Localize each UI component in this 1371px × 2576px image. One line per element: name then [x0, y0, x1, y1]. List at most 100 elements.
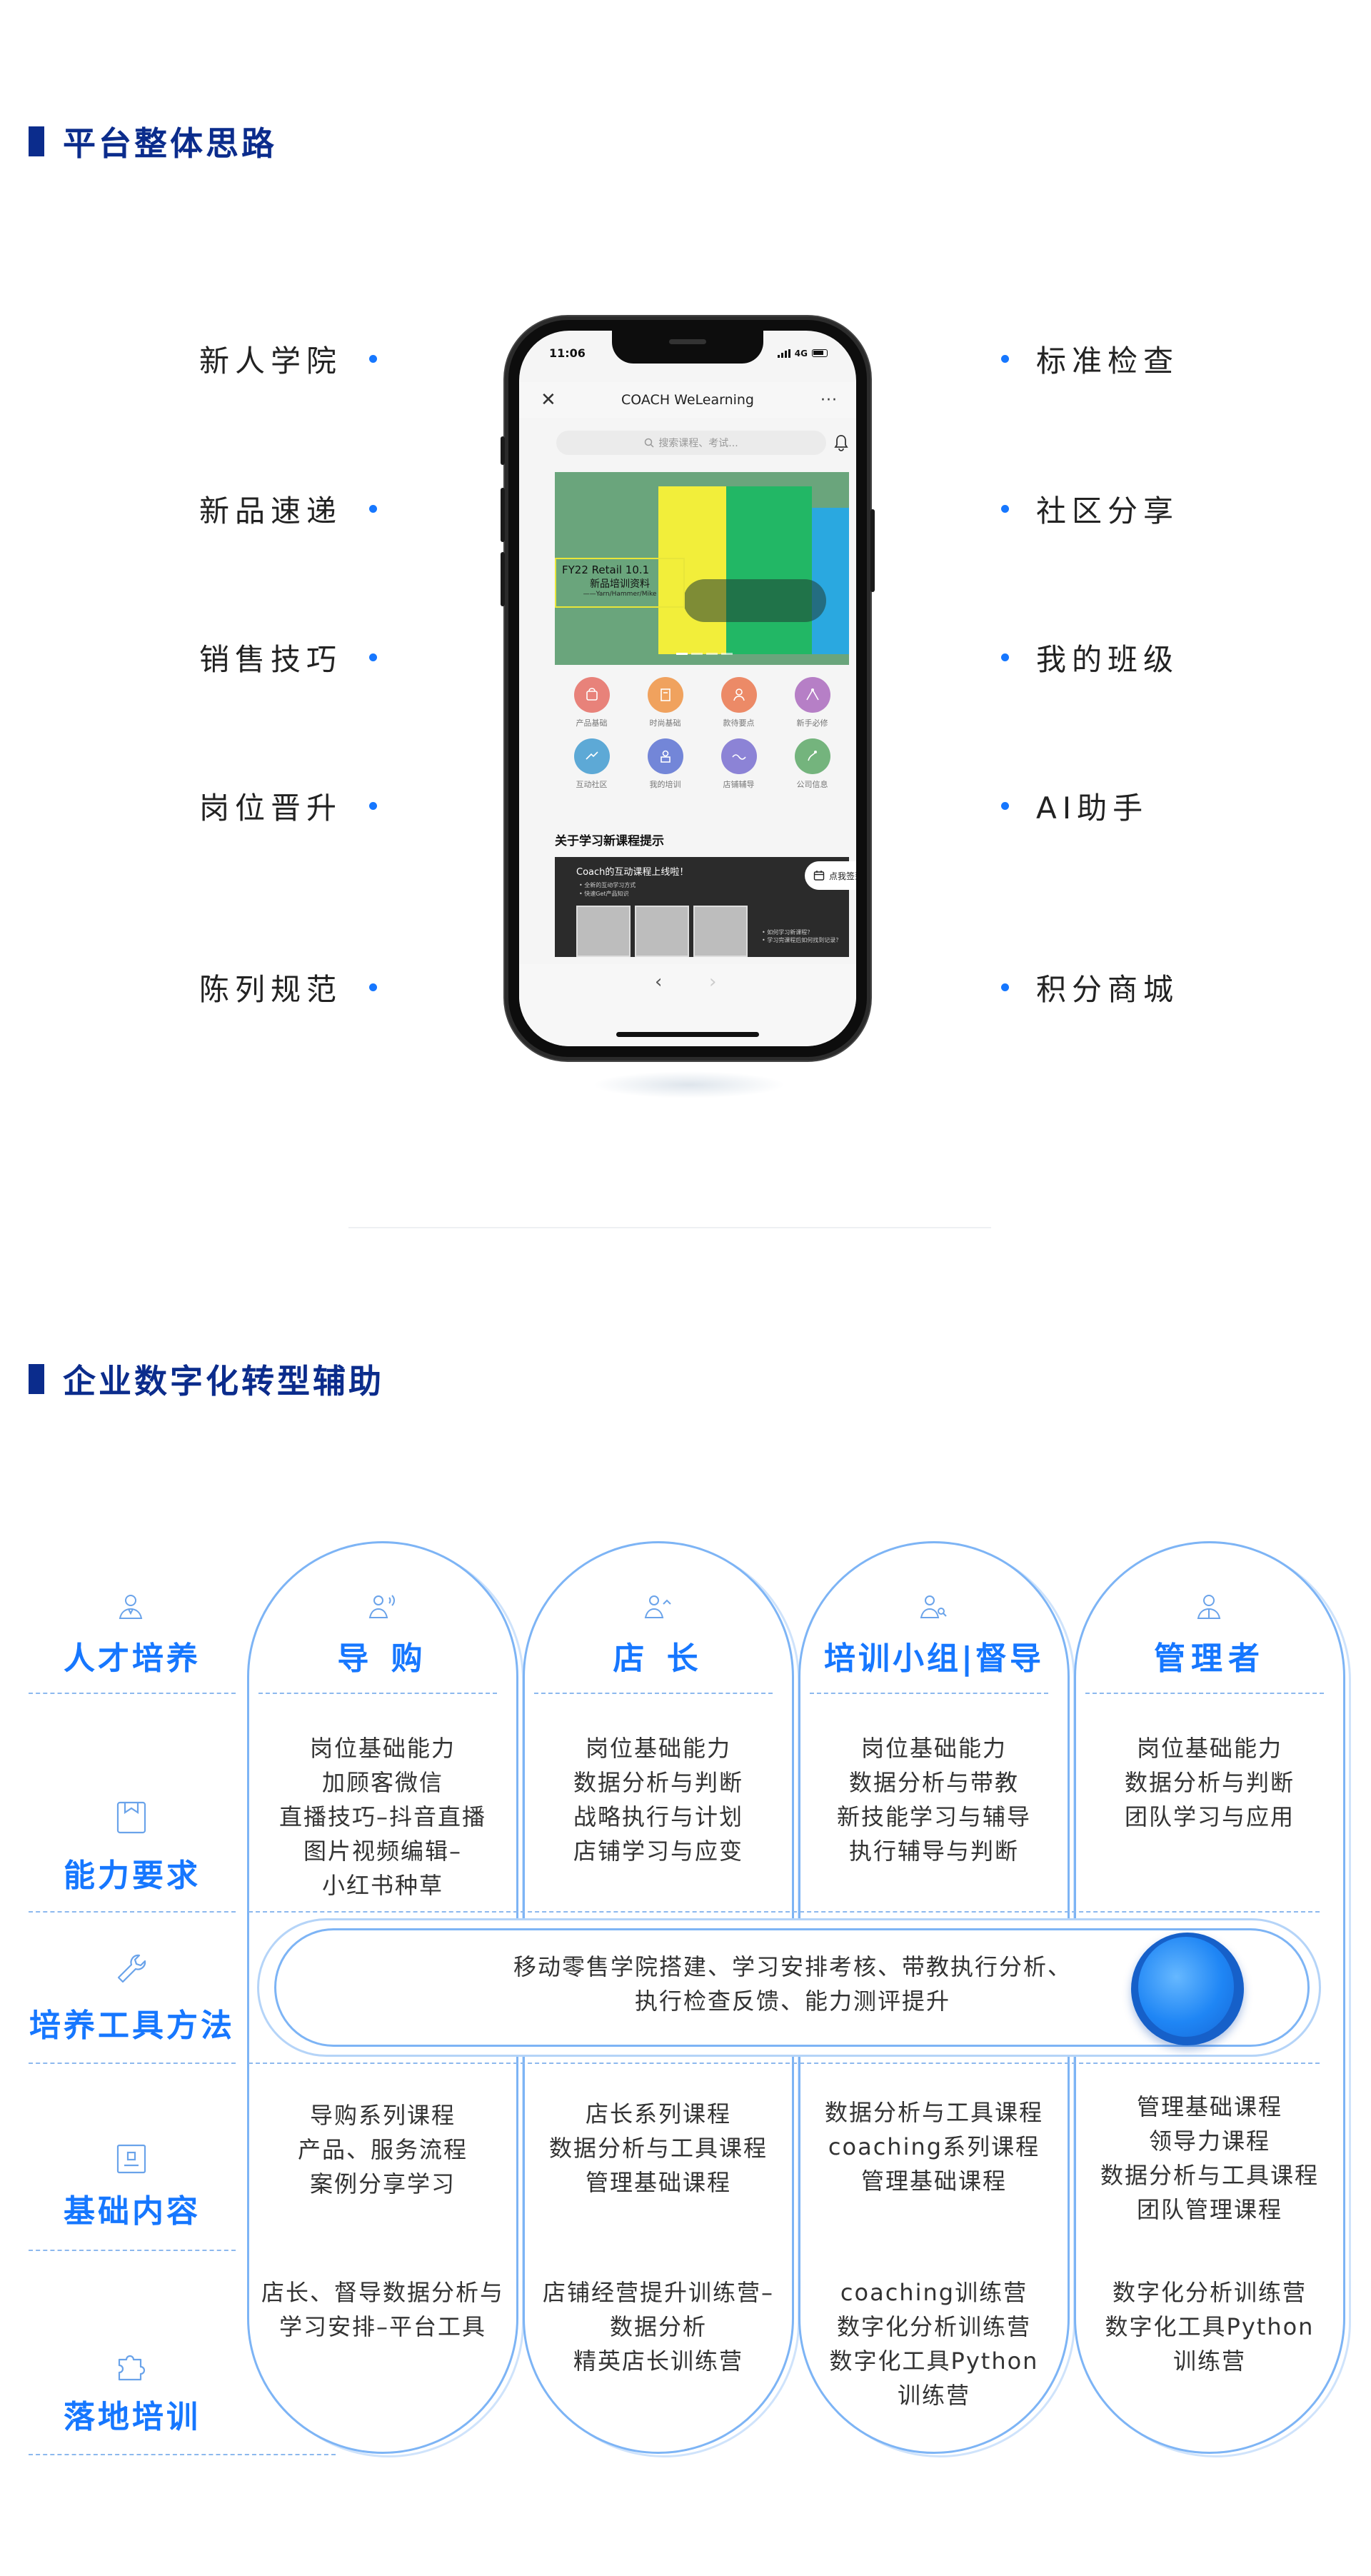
promo-note: • 如何学习新课程？	[762, 929, 813, 936]
close-icon[interactable]: ✕	[541, 389, 556, 411]
section-header-platform: 平台整体思路	[29, 124, 277, 163]
grid-label: 新手必修	[796, 718, 828, 728]
toggle-knob-highlight	[1138, 1937, 1234, 2037]
community-icon	[573, 738, 610, 774]
sales-guide-icon	[368, 1595, 395, 1618]
bell-icon[interactable]	[833, 433, 849, 452]
phone-shadow	[593, 1071, 785, 1098]
content-board-icon	[116, 2144, 146, 2174]
banner-shape	[726, 486, 812, 654]
checkin-button[interactable]: 点我签到	[805, 861, 856, 890]
bullet-dot-icon	[1001, 504, 1009, 513]
ability-cell: 岗位基础能力加顾客微信直播技巧–抖音直播图片视频编辑–小红书种草	[278, 1735, 486, 1899]
column-divider	[810, 1693, 1048, 1694]
feature-item: AI助手	[1001, 784, 1148, 827]
company-icon	[794, 738, 830, 774]
status-time: 11:06	[549, 346, 586, 360]
forward-arrow-icon[interactable]: ›	[709, 971, 717, 993]
promo-bullet: • 全新的互动学习方式	[579, 882, 636, 888]
grid-label: 我的培训	[649, 780, 681, 789]
grid-label: 款待要点	[723, 718, 755, 728]
column-divider	[534, 1693, 773, 1694]
column-title: 店 长	[613, 1640, 704, 1677]
home-indicator[interactable]	[616, 1032, 759, 1037]
banner-carousel[interactable]: FY22 Retail 10.1 新品培训资料 ——Yarn/Hammer/Mi…	[555, 472, 849, 665]
tools-text: 移动零售学院搭建、学习安排考核、带教执行分析、 执行检查反馈、能力测评提升	[513, 1953, 1072, 2015]
phone-side-button	[501, 488, 505, 542]
section-title: 企业数字化转型辅助	[63, 1362, 384, 1400]
talent-person-icon	[119, 1595, 143, 1619]
grid-label: 互动社区	[576, 780, 608, 789]
banner-dog-silhouette	[683, 579, 826, 622]
checkin-label: 点我签到	[829, 871, 856, 881]
column-title: 导 购	[337, 1640, 428, 1677]
bullet-dot-icon	[369, 653, 377, 661]
landing-cell: 店长、督导数据分析与学习安排–平台工具	[261, 2279, 504, 2340]
bullet-dot-icon	[1001, 653, 1009, 661]
grid-item[interactable]: 时尚基础	[628, 677, 702, 728]
search-input[interactable]: 搜索课程、考试...	[556, 431, 826, 455]
feature-label: 销售技巧	[199, 641, 342, 677]
landing-cell: 店铺经营提升训练营–数据分析精英店长训练营	[542, 2279, 774, 2375]
more-icon[interactable]: ···	[820, 391, 838, 409]
network-label: 4G	[794, 348, 808, 359]
feature-label: 社区分享	[1036, 493, 1180, 528]
feature-item: 销售技巧	[199, 636, 377, 678]
bullet-dot-icon	[1001, 983, 1009, 991]
notice-title: 关于学习新课程提示	[555, 834, 664, 848]
promo-images	[576, 906, 748, 957]
bullet-dot-icon	[369, 983, 377, 991]
grid-item[interactable]: 新手必修	[775, 677, 849, 728]
promo-title: Coach的互动课程上线啦！	[576, 867, 689, 878]
status-bar: 11:06 4G	[549, 346, 828, 360]
status-icons: 4G	[777, 346, 828, 360]
puzzle-icon	[118, 2355, 146, 2381]
coaching-icon	[720, 738, 757, 774]
promo-card[interactable]: Coach的互动课程上线啦！ • 全新的互动学习方式 • 快速Get产品知识 •…	[555, 857, 849, 957]
feature-grid: 产品基础 时尚基础 款待要点 新手必修 互动社区 我的培训 店铺辅导 公司信息	[555, 677, 849, 790]
bullet-dot-icon	[1001, 354, 1009, 363]
column-title: 培训小组|督导	[823, 1640, 1045, 1677]
back-arrow-icon[interactable]: ‹	[655, 971, 663, 993]
feature-item: 岗位晋升	[199, 784, 377, 827]
feature-item: 标准检查	[1001, 337, 1179, 380]
feature-item: 新人学院	[199, 337, 377, 380]
column-title: 管理者	[1154, 1640, 1265, 1677]
bullet-dot-icon	[369, 801, 377, 810]
phone-side-button	[501, 552, 505, 606]
product-icon	[573, 677, 610, 713]
phone-mockup: 11:06 4G ✕ COACH WeLearning ··· 搜索课程、考试.…	[501, 316, 875, 1061]
row-divider	[29, 1911, 236, 1913]
grid-item[interactable]: 店铺辅导	[702, 738, 775, 790]
row-divider	[29, 2250, 236, 2251]
row-label-content: 基础内容	[64, 2193, 201, 2230]
battery-icon	[812, 349, 828, 357]
ability-cell: 岗位基础能力数据分析与判断团队学习与应用	[1124, 1735, 1295, 1830]
header-accent-bar	[29, 1364, 44, 1394]
newbie-icon	[794, 677, 830, 713]
row-label-ability: 能力要求	[64, 1858, 201, 1894]
row-label-talent: 人才培养	[64, 1640, 201, 1677]
grid-item[interactable]: 公司信息	[775, 738, 849, 790]
hospitality-icon	[720, 677, 757, 713]
row-divider	[29, 2454, 336, 2455]
feature-item: 新品速递	[199, 487, 377, 530]
ability-cell: 岗位基础能力数据分析与判断战略执行与计划店铺学习与应变	[573, 1735, 743, 1865]
grid-item[interactable]: 款待要点	[702, 677, 775, 728]
header-accent-bar	[29, 126, 44, 156]
grid-item[interactable]: 产品基础	[555, 677, 628, 728]
executive-icon	[1197, 1595, 1221, 1619]
column-divider	[258, 1693, 497, 1694]
grid-label: 产品基础	[576, 718, 608, 728]
content-cell: 店长系列课程数据分析与工具课程管理基础课程	[548, 2100, 768, 2196]
banner-caption: FY22 Retail 10.1 新品培训资料 ——Yarn/Hammer/Mi…	[555, 558, 685, 608]
banner-shape	[812, 508, 849, 654]
promo-note: • 学习完课程后如何找到记录？	[762, 937, 842, 943]
grid-item[interactable]: 我的培训	[628, 738, 702, 790]
calendar-icon	[813, 871, 825, 881]
feature-label: 积分商城	[1036, 971, 1180, 1007]
grid-item[interactable]: 互动社区	[555, 738, 628, 790]
phone-side-button	[501, 436, 505, 465]
